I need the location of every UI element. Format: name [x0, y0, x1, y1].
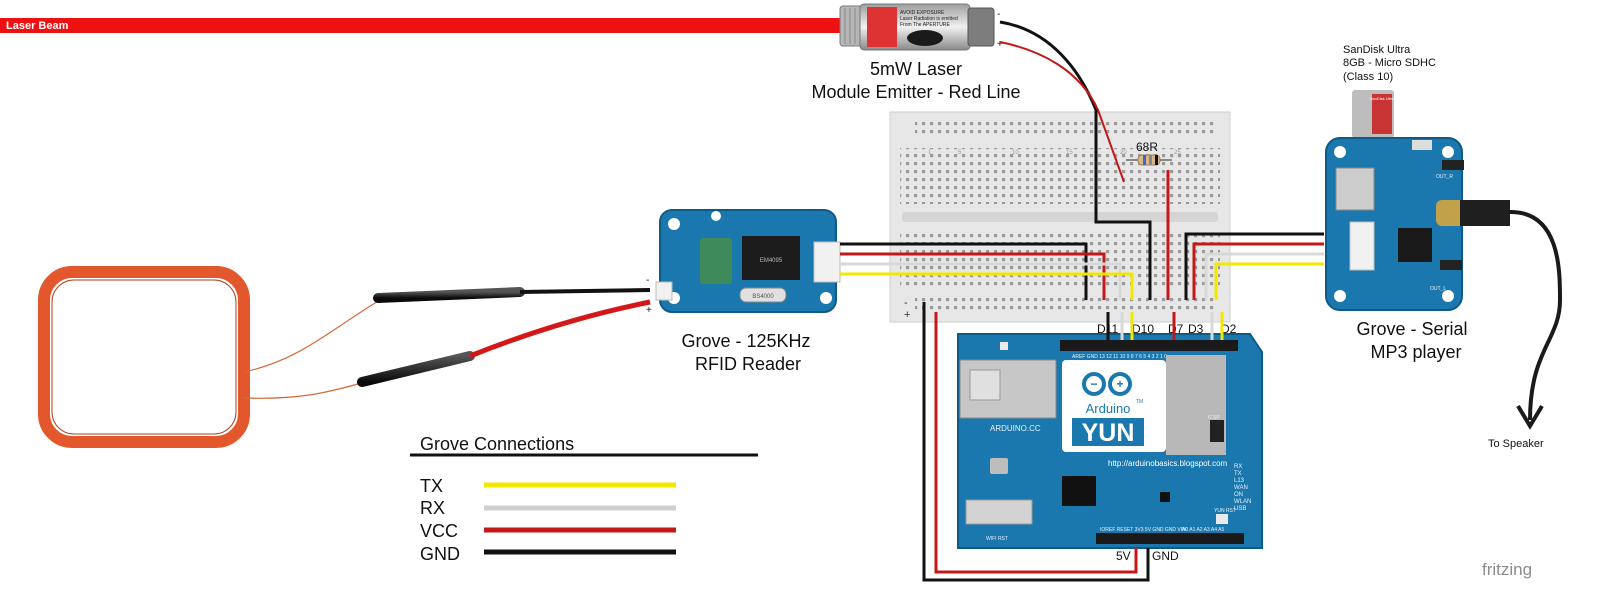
arduino-brand: Arduino	[1086, 401, 1131, 416]
arduino-yun-board: AREF GND 13 12 11 10 9 8 7 6 5 4 3 2 1 0…	[957, 333, 1263, 549]
laser-sticker-line3: From The APERTURE	[900, 22, 950, 28]
arduino-cc-label: ARDUINO.CC	[990, 424, 1041, 433]
sdcard-label-line3: (Class 10)	[1343, 71, 1393, 83]
legend-item-rx: RX	[420, 498, 676, 518]
led-label-tx: TX	[1234, 471, 1242, 477]
legend-label-vcc: VCC	[420, 521, 458, 541]
breadboard-col-15: 15	[1066, 150, 1073, 156]
speaker-label: To Speaker	[1488, 438, 1544, 450]
resistor-68r: 68R	[1126, 140, 1172, 166]
pin-label-d7: D7	[1168, 322, 1184, 336]
digital-header-label: AREF GND 13 12 11 10 9 8 7 6 5 4 3 2 1 0	[1072, 354, 1167, 360]
svg-text:+: +	[1116, 377, 1123, 391]
sdcard-label-line2: 8GB - Micro SDHC	[1343, 57, 1436, 69]
mp3-out-r-label: OUT_R	[1436, 174, 1453, 180]
rfid-title-line1: Grove - 125KHz	[681, 331, 810, 351]
arduino-tm: TM	[1136, 399, 1143, 405]
laser-sticker-line2: Laser Radiation is emitted	[900, 16, 958, 22]
rfid-minus: -	[646, 275, 649, 286]
power-header-label: IOREF RESET 3V3 5V GND GND VIN	[1100, 527, 1186, 533]
svg-text:−: −	[1090, 377, 1097, 391]
analog-header-label: A0 A1 A2 A3 A4 A5	[1182, 527, 1224, 533]
legend-item-tx: TX	[420, 476, 676, 496]
pin-label-d2: D2	[1221, 322, 1237, 336]
laser-sticker-line1: AVOID EXPOSURE	[900, 10, 945, 16]
arduino-logo: − +	[1082, 372, 1132, 396]
laser-beam-label: Laser Beam	[6, 20, 69, 32]
mp3-title-line1: Grove - Serial	[1356, 319, 1467, 339]
legend-label-tx: TX	[420, 476, 443, 496]
laser-beam: Laser Beam	[0, 18, 850, 33]
breadboard-col-25: 25	[1174, 150, 1181, 156]
laser-title-line2: Module Emitter - Red Line	[811, 82, 1020, 102]
breadboard-col-20: 20	[1120, 150, 1127, 156]
breadboard-minus: -	[904, 297, 908, 309]
arduino-url: http://arduinobasics.blogspot.com	[1108, 459, 1228, 468]
pin-label-5v: 5V	[1116, 549, 1131, 563]
led-label-wlan: WLAN	[1234, 499, 1251, 505]
led-label-rx: RX	[1234, 464, 1242, 470]
led-label-wan: WAN	[1234, 485, 1248, 491]
laser-plus: +	[997, 39, 1003, 50]
rfid-reader-board: EM4095 BS4000 - +	[646, 209, 841, 316]
legend: Grove Connections TX RX VCC GND	[410, 434, 758, 564]
rfid-antenna-coil	[38, 266, 651, 448]
breadboard-col-5: 5	[958, 150, 962, 156]
led-label-l13: L13	[1234, 478, 1245, 484]
sdcard-label-line1: SanDisk Ultra	[1343, 44, 1411, 56]
arduino-pin-labels: D11 D10 D7 D3 D2 5V GND	[1097, 322, 1237, 563]
breadboard-col-1: 1	[928, 150, 932, 156]
breadboard-col-10: 10	[1012, 150, 1019, 156]
breadboard-plus: +	[904, 309, 910, 321]
breadboard: - + 1 5 10 15 20 25	[889, 111, 1231, 323]
arduino-model: YUN	[1082, 419, 1135, 447]
status-led-labels: RX TX L13 WAN ON WLAN USB	[1234, 464, 1251, 512]
icsp-label: ICSP	[1208, 415, 1220, 421]
legend-item-vcc: VCC	[420, 521, 676, 541]
fritzing-watermark: fritzing	[1482, 560, 1532, 579]
rfid-chip-label: EM4095	[760, 258, 783, 264]
wifi-rst-label: WIFI RST	[986, 536, 1008, 542]
laser-title-line1: 5mW Laser	[870, 59, 962, 79]
mp3-title-line2: MP3 player	[1370, 342, 1461, 362]
pin-label-gnd: GND	[1152, 549, 1179, 563]
resistor-label: 68R	[1136, 140, 1158, 154]
rfid-plus: +	[646, 305, 652, 316]
rfid-title-line2: RFID Reader	[695, 354, 801, 374]
laser-minus: -	[997, 9, 1000, 20]
mp3-player-board: OUT_R OUT_L	[1325, 137, 1510, 311]
speaker-cable	[1507, 209, 1563, 430]
mp3-out-l-label: OUT_L	[1430, 286, 1446, 292]
legend-item-gnd: GND	[420, 544, 676, 564]
legend-label-rx: RX	[420, 498, 445, 518]
sdcard-brand: SanDisk Ultra	[1370, 96, 1395, 101]
laser-module: AVOID EXPOSURE Laser Radiation is emitte…	[839, 3, 1003, 51]
wires	[840, 20, 1324, 582]
rfid-crystal-label: BS4000	[752, 294, 774, 300]
micro-sd-card: SanDisk Ultra	[1352, 90, 1395, 138]
yun-rst-label: YUN RST	[1214, 508, 1236, 514]
led-label-on: ON	[1234, 492, 1243, 498]
pin-label-d3: D3	[1188, 322, 1204, 336]
pin-label-d10: D10	[1132, 322, 1154, 336]
legend-label-gnd: GND	[420, 544, 460, 564]
led-label-usb: USB	[1234, 506, 1246, 512]
legend-title: Grove Connections	[420, 434, 574, 454]
